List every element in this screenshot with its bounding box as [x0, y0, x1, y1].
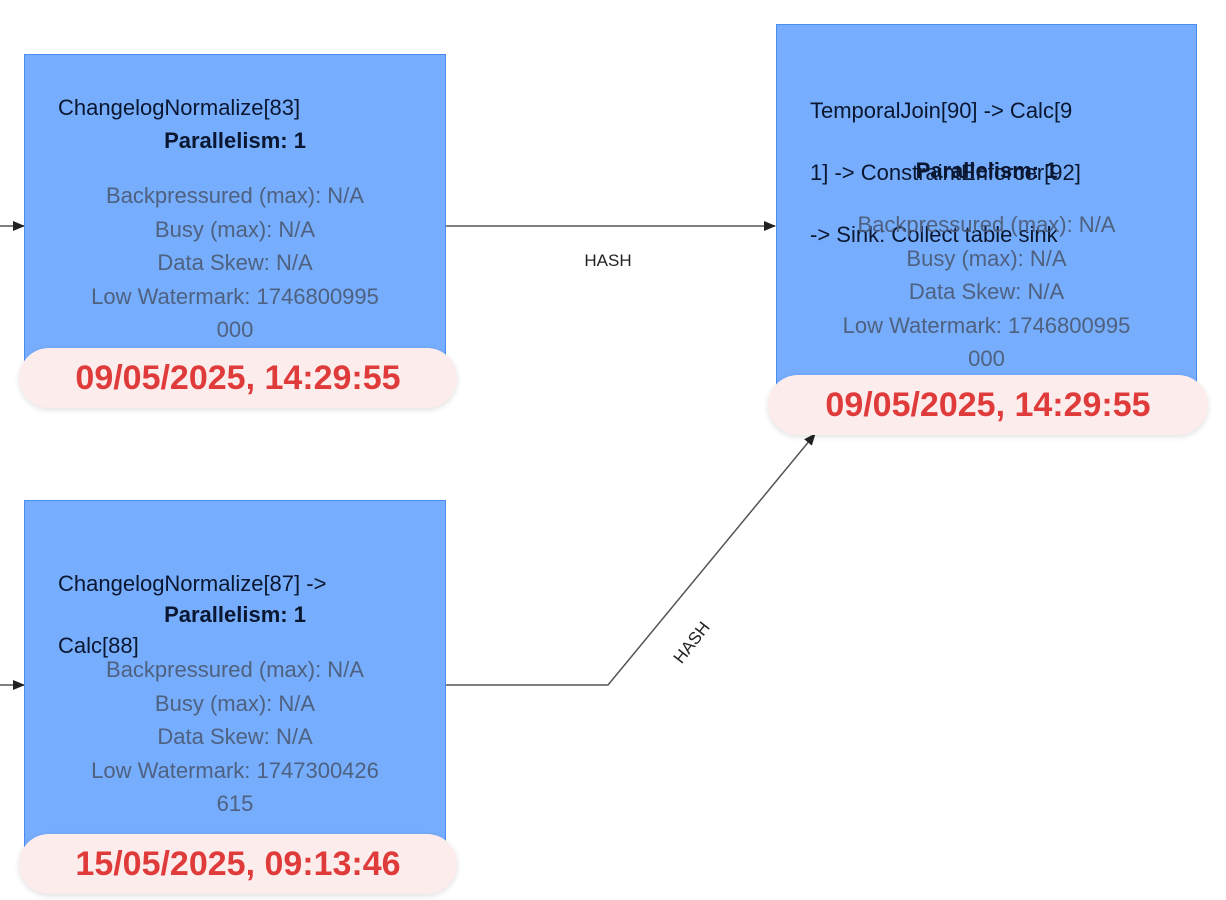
low-watermark-metric-cont: 000 — [968, 346, 1005, 371]
data-skew-metric: Data Skew: N/A — [908, 279, 1065, 304]
node-title: ChangelogNormalize[87] -> Calc[88] — [58, 537, 326, 692]
node-metrics: Backpressured (max): N/A Busy (max): N/A… — [25, 179, 445, 347]
low-watermark-metric-cont: 615 — [216, 791, 254, 816]
backpressured-metric: Backpressured (max): N/A — [106, 657, 364, 682]
parallelism-label: Parallelism: 1 — [915, 158, 1058, 183]
hash-edge-bottom[interactable] — [446, 433, 816, 686]
low-watermark-metric: Low Watermark: 1746800995 — [842, 312, 1131, 338]
low-watermark-metric: Low Watermark: 1746800995 — [91, 283, 379, 309]
backpressured-metric: Backpressured (max): N/A — [106, 183, 364, 208]
busy-metric: Busy (max): N/A — [154, 216, 316, 242]
node-metrics: Backpressured (max): N/A Busy (max): N/A… — [777, 208, 1196, 376]
low-watermark-metric: Low Watermark: 1747300426 — [91, 757, 379, 783]
node-title-line: -> Sink: Collect table sink — [810, 222, 1058, 247]
low-watermark-metric-cont: 000 — [216, 317, 254, 342]
node-title-line: TemporalJoin[90] -> Calc[9 — [810, 98, 1073, 123]
backpressured-metric: Backpressured (max): N/A — [857, 212, 1116, 237]
watermark-timestamp-badge: 15/05/2025, 09:13:46 — [19, 834, 457, 894]
hash-edge-top-label: HASH — [584, 251, 631, 270]
watermark-timestamp-badge: 09/05/2025, 14:29:55 — [768, 375, 1208, 435]
node-metrics: Backpressured (max): N/A Busy (max): N/A… — [25, 653, 445, 821]
data-skew-metric: Data Skew: N/A — [157, 250, 313, 275]
hash-edge-bottom-label: HASH — [670, 618, 714, 667]
node-temporal-join-90[interactable]: TemporalJoin[90] -> Calc[9 1] -> Constra… — [776, 24, 1197, 406]
busy-metric: Busy (max): N/A — [906, 245, 1067, 271]
node-changelog-normalize-87[interactable]: ChangelogNormalize[87] -> Calc[88] Paral… — [24, 500, 446, 860]
parallelism-label: Parallelism: 1 — [164, 128, 306, 153]
parallelism-label: Parallelism: 1 — [164, 602, 306, 627]
data-skew-metric: Data Skew: N/A — [157, 724, 313, 749]
node-title-line: Calc[88] — [58, 633, 139, 658]
node-changelog-normalize-83[interactable]: ChangelogNormalize[83] Parallelism: 1 Ba… — [24, 54, 446, 374]
busy-metric: Busy (max): N/A — [154, 690, 316, 716]
node-title-line: 1] -> ConstraintEnforcer[92] — [810, 160, 1081, 185]
node-title-line: ChangelogNormalize[87] -> — [58, 571, 327, 596]
watermark-timestamp-badge: 09/05/2025, 14:29:55 — [19, 348, 457, 408]
node-title: ChangelogNormalize[83] — [58, 95, 301, 120]
node-title: TemporalJoin[90] -> Calc[9 1] -> Constra… — [810, 64, 1081, 281]
